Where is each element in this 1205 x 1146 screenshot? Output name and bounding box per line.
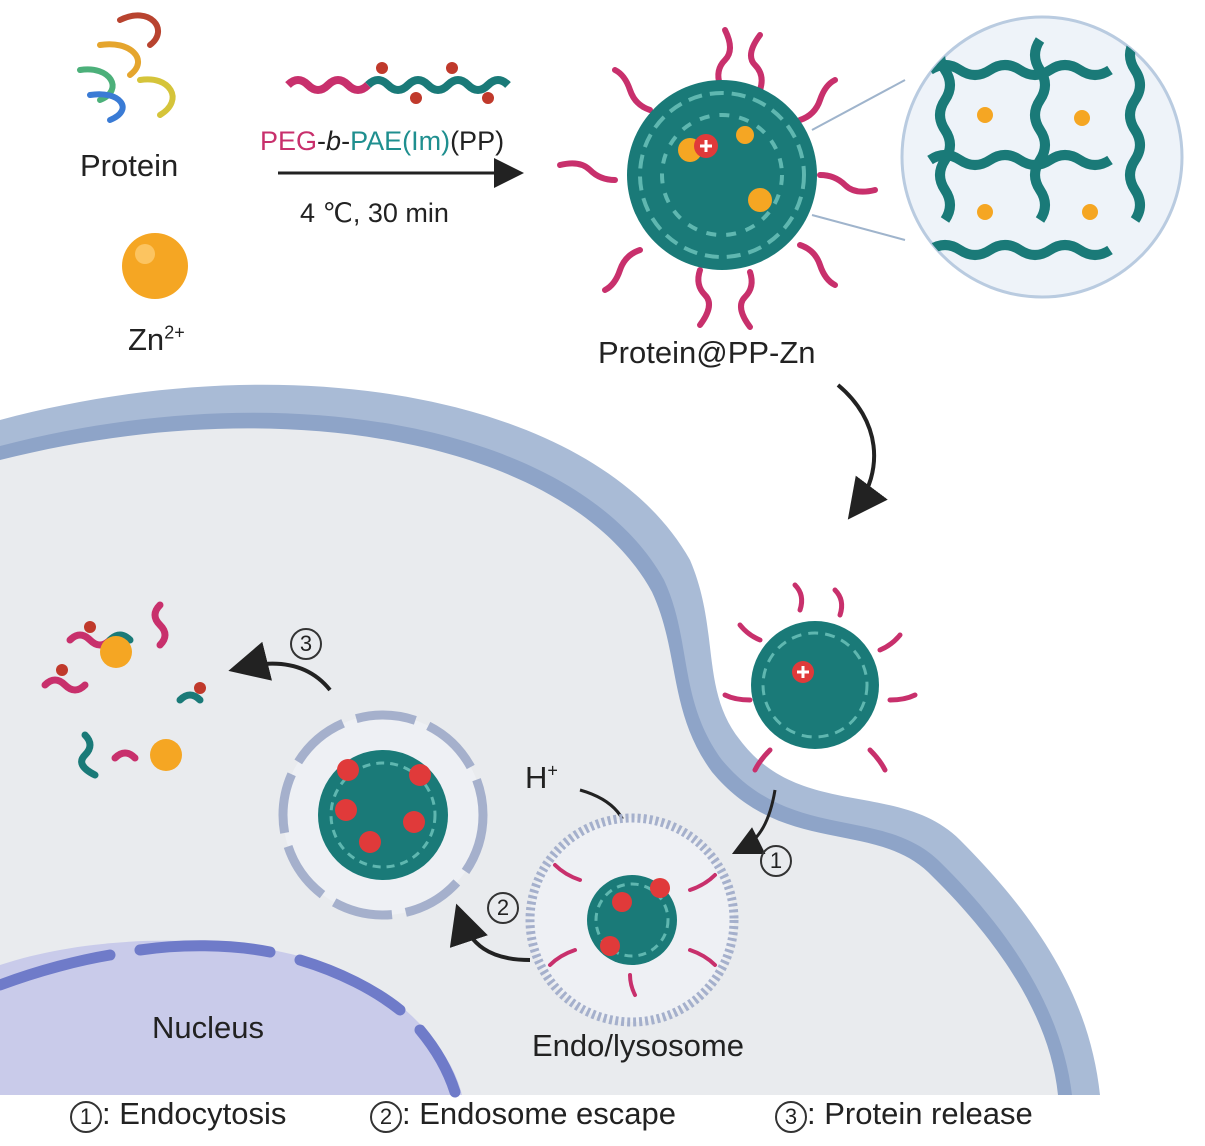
legend-step-1-label: : Endocytosis	[102, 1096, 287, 1131]
release-arrow	[228, 641, 332, 692]
step-1-marker: 1	[760, 845, 792, 877]
endocytosis-arrow	[731, 789, 777, 855]
polymer-b: b	[326, 126, 342, 156]
magnified-view	[811, 15, 1184, 299]
polymer-dash-1: -	[317, 126, 327, 156]
nanoparticle-label: Protein@PP-Zn	[598, 335, 816, 370]
nanoparticle-at-membrane	[722, 582, 918, 773]
proton-label-base: H	[525, 760, 548, 795]
arrows	[228, 158, 888, 962]
polymer-chain	[285, 62, 511, 104]
cell	[0, 384, 1100, 1096]
zinc-label: Zn2+	[128, 322, 185, 358]
ruptured-endosome	[278, 710, 488, 920]
uptake-arrow	[836, 383, 888, 520]
legend-step-1: 1: Endocytosis	[70, 1096, 286, 1133]
polymer-dash-2: -	[341, 126, 351, 156]
step-2-number: 2	[487, 892, 519, 924]
legend-step-3-number: 3	[775, 1101, 807, 1133]
polymer-pae: PAE(Im)	[350, 126, 451, 156]
step-3-marker: 3	[290, 628, 322, 660]
proton-label: H+	[525, 760, 558, 796]
polymer-peg: PEG	[260, 126, 318, 156]
legend-step-2: 2: Endosome escape	[370, 1096, 676, 1133]
polymer-pp: (PP)	[450, 126, 505, 156]
nucleus	[0, 940, 462, 1098]
zinc-label-base: Zn	[128, 322, 165, 357]
released-components	[41, 601, 206, 779]
step-1-number: 1	[760, 845, 792, 877]
zinc-ion	[122, 233, 188, 299]
zinc-label-charge: 2+	[164, 322, 185, 343]
endosome	[525, 813, 739, 1027]
endosome-label: Endo/lysosome	[532, 1028, 744, 1063]
legend-step-3-label: : Protein release	[807, 1096, 1033, 1131]
proton-label-charge: +	[547, 760, 558, 781]
protein-label: Protein	[80, 148, 179, 183]
legend-step-2-label: : Endosome escape	[402, 1096, 677, 1131]
step-2-marker: 2	[487, 892, 519, 924]
escape-arrow	[449, 903, 531, 962]
nucleus-label: Nucleus	[152, 1010, 264, 1045]
step-3-number: 3	[290, 628, 322, 660]
polymer-label: PEG-b-PAE(Im)(PP)	[260, 126, 504, 157]
legend-step-1-number: 1	[70, 1101, 102, 1133]
conditions-label: 4 ℃, 30 min	[300, 198, 449, 228]
nanoparticle	[557, 27, 878, 330]
legend-step-2-number: 2	[370, 1101, 402, 1133]
legend-step-3: 3: Protein release	[775, 1096, 1033, 1133]
protein-structure	[77, 12, 176, 123]
cytoplasm	[0, 428, 1058, 1096]
